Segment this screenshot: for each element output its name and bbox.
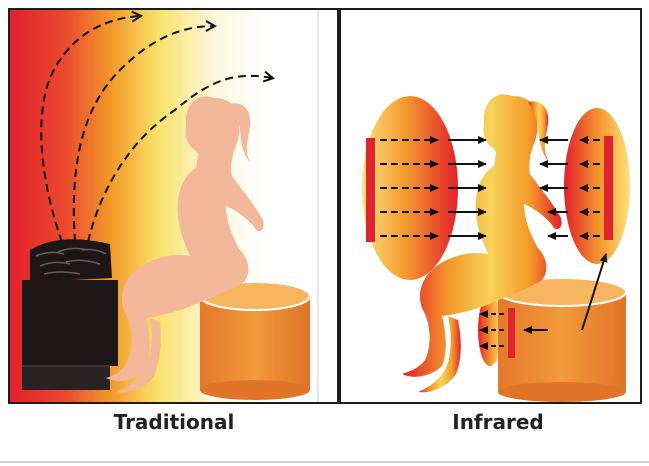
wooden-tub-seat-infrared [498,278,626,402]
right-infrared-emitter [604,136,613,240]
traditional-caption: Traditional [74,410,274,434]
traditional-panel [10,10,319,402]
sauna-stove-icon [22,239,118,390]
left-radiant-zone [362,96,458,280]
lower-infrared-emitter [508,308,515,358]
infrared-panel [340,10,639,402]
left-infrared-emitter [366,138,375,242]
infrared-caption: Infrared [398,410,598,434]
right-radiant-zone [564,108,630,264]
wooden-tub-seat [200,282,310,400]
